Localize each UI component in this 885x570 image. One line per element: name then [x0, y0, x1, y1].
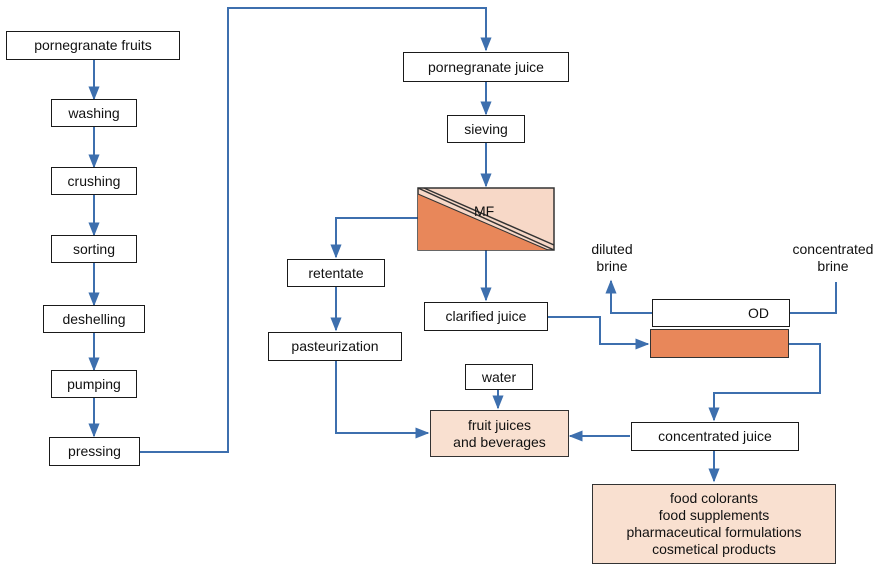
box-products: food colorants food supplements pharmace…	[592, 484, 836, 564]
box-od-membrane	[650, 329, 789, 358]
box-pressing: pressing	[49, 437, 140, 466]
box-pumping: pumping	[51, 370, 137, 398]
box-crushing: crushing	[51, 167, 137, 195]
box-water: water	[465, 364, 533, 390]
product-food-supplements: food supplements	[658, 507, 770, 523]
mf-module	[417, 187, 555, 251]
box-concentrated-juice: concentrated juice	[631, 422, 799, 451]
box-pomegranate-fruits: pornegranate fruits	[6, 31, 180, 60]
product-food-colorants: food colorants	[670, 490, 758, 506]
line-concentrated-brine-od	[790, 282, 837, 314]
fruit-juices-line-2: and beverages	[453, 433, 546, 450]
box-washing: washing	[51, 99, 137, 127]
box-clarified-juice: clarified juice	[424, 302, 548, 331]
mf-label: MF	[474, 203, 495, 219]
arrow-pressing-juice	[140, 7, 492, 453]
product-pharmaceutical-formulations: pharmaceutical formulations	[626, 524, 802, 540]
fruit-juices-line-1: fruit juices	[467, 416, 532, 433]
product-cosmetical-products: cosmetical products	[652, 541, 776, 557]
diluted-brine-line-2: brine	[596, 258, 628, 274]
concentrated-brine-line-1: concentrated	[792, 241, 874, 257]
arrow-mf-retentate	[330, 217, 418, 259]
box-retentate: retentate	[287, 259, 385, 287]
arrow-clarified-od	[548, 316, 650, 350]
concentrated-brine-line-2: brine	[817, 258, 849, 274]
arrow-od-concentrated	[708, 343, 821, 422]
arrow-pasteurization-fruit	[335, 361, 430, 439]
arrow-od-diluted-brine	[605, 279, 652, 314]
label-diluted-brine: diluted brine	[582, 241, 642, 275]
box-pomegranate-juice: pornegranate juice	[403, 52, 569, 82]
diluted-brine-line-1: diluted	[591, 241, 633, 257]
box-deshelling: deshelling	[43, 305, 145, 333]
box-pasteurization: pasteurization	[268, 332, 402, 361]
box-sorting: sorting	[51, 235, 137, 263]
box-fruit-juices: fruit juices and beverages	[430, 410, 569, 457]
box-od: OD	[652, 299, 790, 327]
box-sieving: sieving	[447, 115, 525, 143]
label-concentrated-brine: concentrated brine	[782, 241, 884, 275]
